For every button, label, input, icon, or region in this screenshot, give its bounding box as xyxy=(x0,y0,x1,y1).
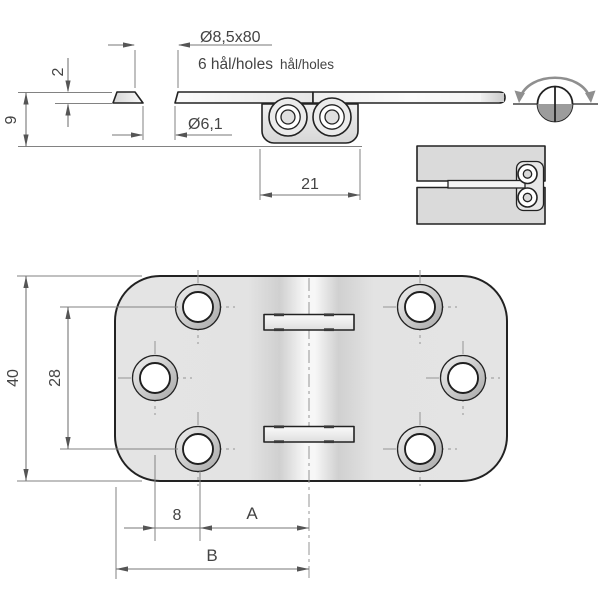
plan-view xyxy=(114,270,508,578)
pin-right xyxy=(324,109,340,125)
plan-view-dimensions: 40 28 8 A B xyxy=(5,275,309,579)
dim-hole-pitch-label: 28 xyxy=(47,369,64,387)
screw-hole xyxy=(161,270,235,344)
screw-hole xyxy=(161,412,235,486)
screw-hole xyxy=(118,341,192,415)
side-view xyxy=(112,91,506,144)
hinge-curls xyxy=(268,97,352,137)
rotation-arrow-icon xyxy=(514,76,596,103)
folded-leaf xyxy=(447,179,526,189)
dim-hole-dia-label: Ø6,1 xyxy=(188,116,223,133)
screw-hole xyxy=(383,412,457,486)
dim-height-label: 9 xyxy=(3,115,20,124)
holes-note-small-label: hål/holes xyxy=(280,57,334,72)
screw-hole xyxy=(383,270,457,344)
folded-pin-top xyxy=(522,169,533,179)
knuckle-bar-bottom xyxy=(263,425,355,444)
dim-total-width-label: 40 xyxy=(5,369,22,387)
dim-knuckle-width-label: 21 xyxy=(301,176,319,193)
left-leaf-tip-section xyxy=(112,91,144,104)
dim-countersink-label: Ø8,5x80 xyxy=(200,29,261,46)
side-view-dimensions: 2 9 Ø8,5x80 6 hål/holes hål/holes Ø6,1 2… xyxy=(3,29,362,200)
dim-thickness-label: 2 xyxy=(50,67,67,76)
holes-note-label: 6 hål/holes xyxy=(198,56,273,73)
folded-view xyxy=(416,145,546,225)
screw-hole xyxy=(426,341,500,415)
pin-left xyxy=(280,109,296,125)
right-leaf-section xyxy=(312,91,506,104)
dim-a-label: A xyxy=(246,504,258,523)
dim-hole-offset-label: 8 xyxy=(173,507,182,524)
right-leaf-end-shade xyxy=(481,93,504,102)
fold-rotation-symbol xyxy=(513,76,598,123)
folded-pin-bottom xyxy=(522,192,533,203)
dim-b-label: B xyxy=(206,546,217,565)
knuckle-bar-top xyxy=(263,313,355,332)
